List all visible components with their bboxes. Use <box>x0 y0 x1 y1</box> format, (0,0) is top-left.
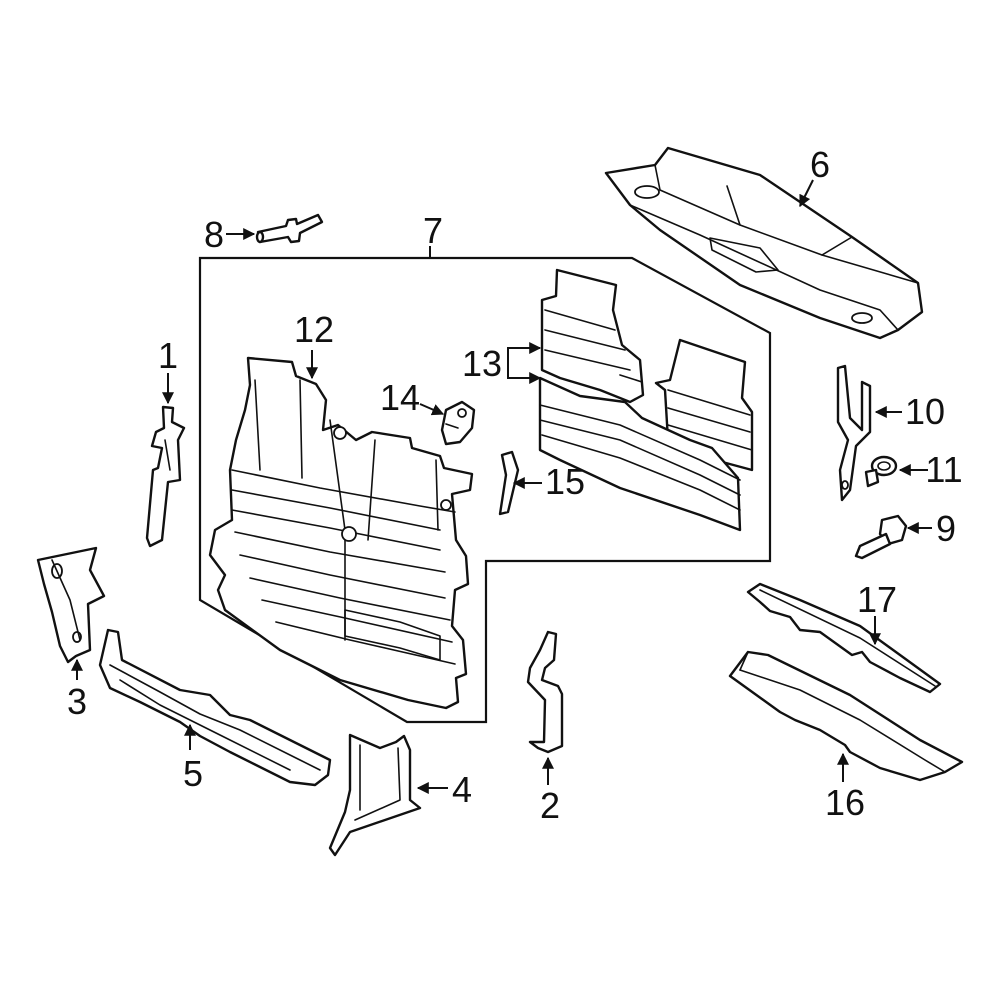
callout-4: 4 <box>452 769 472 810</box>
leader-6 <box>799 179 814 208</box>
part-9-bolt[interactable] <box>854 514 908 560</box>
callout-8: 8 <box>204 214 224 255</box>
part-3-deflector-left[interactable] <box>36 546 106 664</box>
callout-11: 11 <box>925 449 962 490</box>
leader-13 <box>507 347 540 379</box>
part-17-seal-strip[interactable] <box>746 582 942 694</box>
part-11-push-nut[interactable] <box>864 455 898 488</box>
part-5-lower-deflector[interactable] <box>98 628 332 787</box>
callout-6: 6 <box>810 144 830 185</box>
callout-16: 16 <box>825 782 865 823</box>
part-15-seal[interactable] <box>498 450 520 516</box>
part-1-bracket-left[interactable] <box>145 405 186 548</box>
callout-3: 3 <box>67 681 87 722</box>
callout-12: 12 <box>294 309 334 350</box>
part-4-air-guide[interactable] <box>328 733 422 857</box>
part-16-lower-shield[interactable] <box>728 650 964 782</box>
callout-5: 5 <box>183 753 203 794</box>
callout-13: 13 <box>462 343 502 384</box>
part-10-bracket-right[interactable] <box>836 364 872 502</box>
callout-9: 9 <box>936 508 956 549</box>
callout-17: 17 <box>857 579 897 620</box>
part-2-bracket-center[interactable] <box>526 630 564 754</box>
leader-14 <box>419 403 445 416</box>
part-13-shutter-blades[interactable] <box>538 268 754 532</box>
callout-10: 10 <box>905 391 945 432</box>
callout-7: 7 <box>423 210 443 251</box>
part-14-clip[interactable] <box>440 400 476 446</box>
callout-14: 14 <box>380 377 420 418</box>
part-6-radiator-cover[interactable] <box>604 146 924 340</box>
part-8-pin[interactable] <box>255 213 324 244</box>
callout-15: 15 <box>545 461 585 502</box>
part-12-support-frame[interactable] <box>208 356 474 710</box>
callout-1: 1 <box>158 335 178 376</box>
callout-2: 2 <box>540 785 560 826</box>
